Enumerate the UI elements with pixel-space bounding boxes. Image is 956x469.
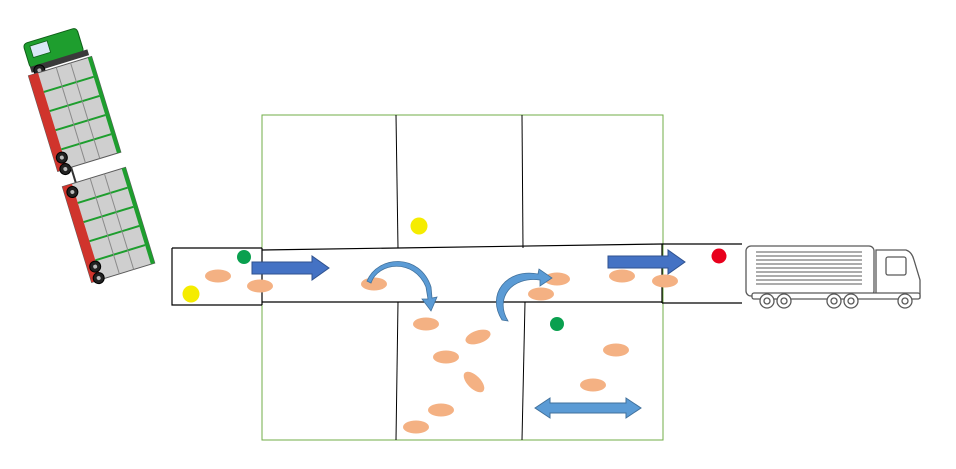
green-marker bbox=[550, 317, 564, 331]
trailer-vents bbox=[756, 251, 862, 285]
road-train-cab bbox=[23, 28, 90, 77]
animal bbox=[433, 350, 459, 364]
central-laneway-top bbox=[261, 243, 663, 251]
green-marker bbox=[237, 250, 251, 264]
truck-hubcap bbox=[901, 297, 909, 305]
animal bbox=[609, 269, 635, 283]
truck-cab-window bbox=[885, 256, 907, 276]
yellow-marker bbox=[410, 217, 428, 235]
truck-hubcap bbox=[830, 297, 838, 305]
road-train-icon bbox=[23, 28, 156, 285]
entry-race-bottom bbox=[171, 248, 262, 306]
road-train-coupling bbox=[70, 167, 78, 185]
arrows bbox=[251, 249, 686, 419]
animal bbox=[428, 403, 454, 417]
laneway bbox=[171, 243, 742, 306]
animal bbox=[403, 420, 429, 434]
animal bbox=[580, 378, 606, 392]
road-train-trailer bbox=[27, 55, 122, 176]
double-arrow-icon bbox=[534, 397, 642, 419]
pen-divider bbox=[395, 114, 399, 249]
truck-hubcap bbox=[763, 297, 771, 305]
truck-trailer bbox=[745, 245, 875, 297]
semi-trailer-truck-icon bbox=[745, 245, 921, 309]
road-train-trailer bbox=[61, 166, 156, 285]
red-marker bbox=[711, 248, 727, 264]
markers bbox=[182, 217, 727, 331]
animal bbox=[528, 287, 554, 301]
animal bbox=[413, 317, 439, 331]
truck-hubcap bbox=[847, 297, 855, 305]
animal bbox=[544, 272, 570, 286]
animal bbox=[361, 277, 387, 291]
animal bbox=[652, 274, 678, 288]
truck-hubcap bbox=[780, 297, 788, 305]
animals bbox=[205, 269, 678, 434]
yellow-marker bbox=[182, 285, 200, 303]
yard-boundary bbox=[261, 114, 664, 441]
straight-right-arrow-icon bbox=[607, 249, 686, 275]
animal bbox=[463, 371, 485, 393]
pen-divider bbox=[521, 114, 524, 249]
animal bbox=[247, 279, 273, 293]
straight-right-arrow-icon bbox=[251, 255, 330, 281]
animal bbox=[465, 329, 491, 345]
animal bbox=[205, 269, 231, 283]
curved-arrow-into-pen-icon bbox=[366, 261, 438, 312]
pen-divider bbox=[395, 301, 399, 441]
pen-grid bbox=[261, 114, 664, 441]
curved-arrow-out-of-pen-icon bbox=[496, 268, 553, 322]
animal bbox=[603, 343, 629, 357]
pen-divider bbox=[521, 301, 526, 441]
